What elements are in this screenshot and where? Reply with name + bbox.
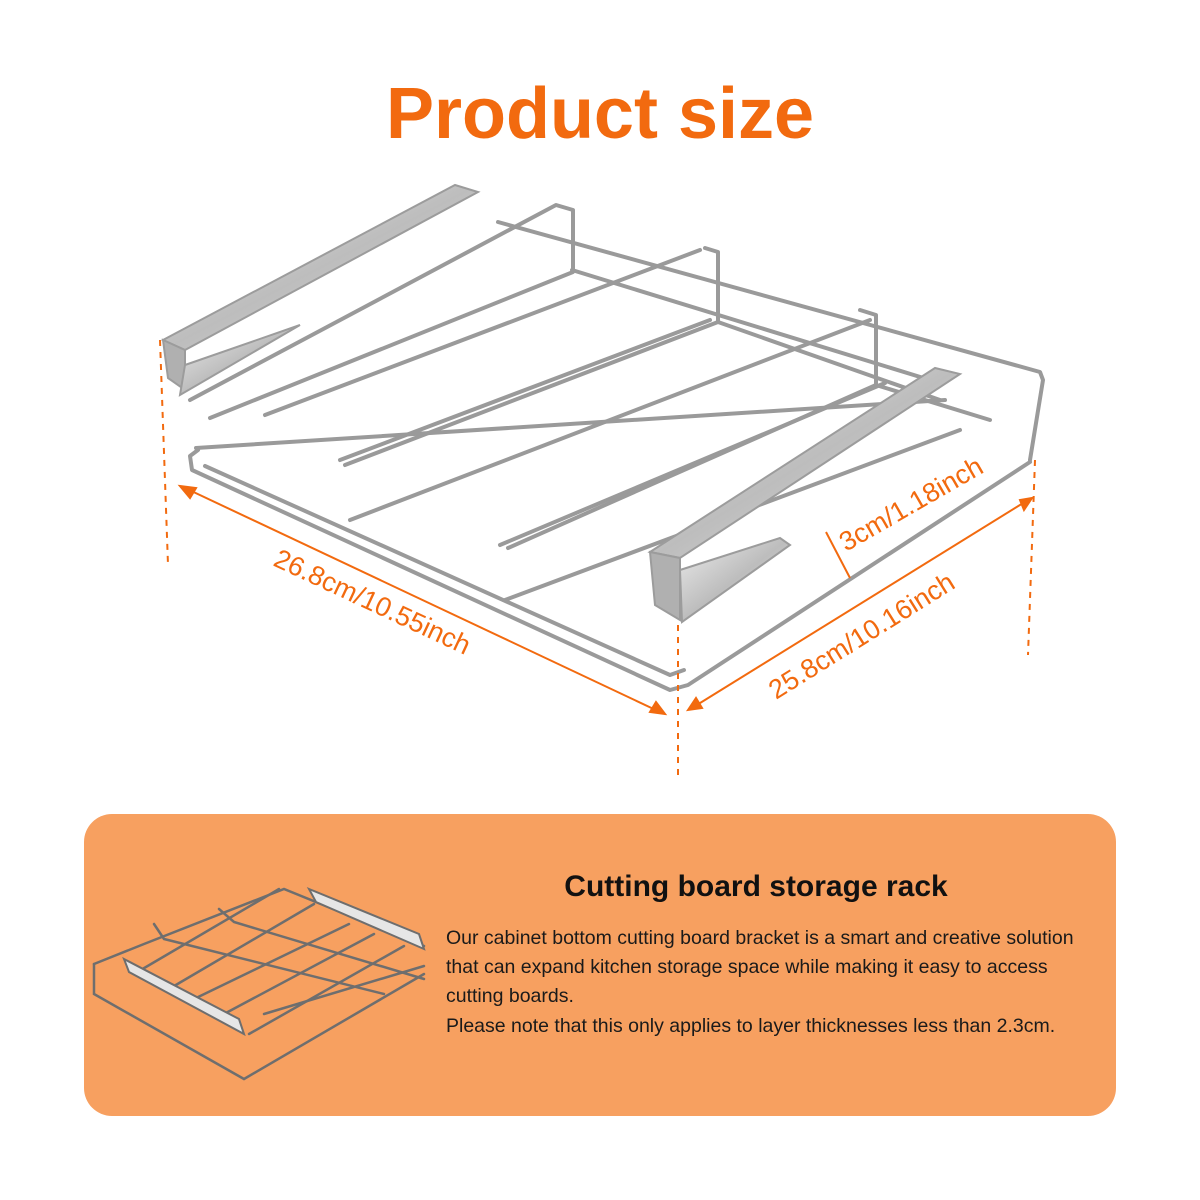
dimension-lines bbox=[159, 339, 1036, 778]
width-label: 25.8cm/10.16inch bbox=[763, 567, 960, 705]
top-left-plate bbox=[160, 183, 481, 352]
length-label: 26.8cm/10.55inch bbox=[269, 543, 475, 660]
rack-thumbnail-image bbox=[92, 887, 426, 1081]
description-paragraph: Our cabinet bottom cutting board bracket… bbox=[446, 927, 1074, 1007]
page-title: Product size bbox=[385, 74, 815, 154]
thumb-plate-bottom bbox=[122, 956, 246, 1037]
note-paragraph: Please note that this only applies to la… bbox=[446, 1015, 1056, 1037]
rack-wire-frame bbox=[188, 203, 1045, 692]
thumb-plate-top bbox=[306, 887, 426, 951]
info-panel: Cutting board storage rack Our cabinet b… bbox=[84, 814, 1116, 1116]
rack-dimension-diagram: 26.8cm/10.55inch 25.8cm/10.16inch 3cm/1.… bbox=[159, 183, 1045, 778]
front-left-plate bbox=[178, 324, 301, 397]
front-right-plate bbox=[678, 536, 792, 624]
panel-title: Cutting board storage rack bbox=[564, 870, 948, 903]
